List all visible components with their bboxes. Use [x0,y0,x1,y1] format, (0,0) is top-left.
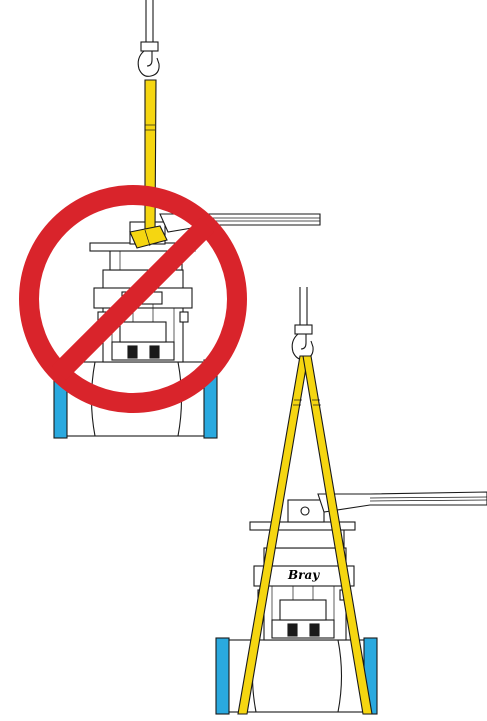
prohibition-circle-icon [19,185,247,413]
crane-cable-left [145,0,154,44]
correct-lift-assembly: Bray [215,287,487,715]
valve-body-right [215,491,487,715]
crane-hook-icon [291,324,314,360]
crane-hook-icon [137,41,160,77]
sling-double-right [237,355,373,715]
crane-cable-right [299,287,308,328]
brand-label: Bray [287,568,320,582]
flange-left [215,637,230,715]
incorrect-lift-assembly [19,0,321,439]
